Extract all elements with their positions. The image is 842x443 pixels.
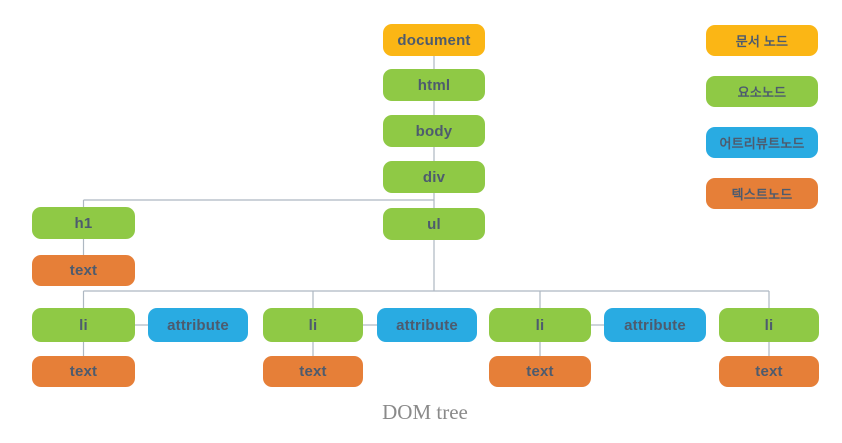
node-text-1: text [32, 356, 135, 387]
node-li-2: li [263, 308, 363, 342]
node-h1-text: text [32, 255, 135, 286]
node-text-3: text [489, 356, 591, 387]
node-attribute-2: attribute [377, 308, 477, 342]
node-attribute-1: attribute [148, 308, 248, 342]
legend-element-node: 요소노드 [706, 76, 818, 107]
legend-document-node: 문서 노드 [706, 25, 818, 56]
node-document: document [383, 24, 485, 56]
node-body: body [383, 115, 485, 147]
node-attribute-3: attribute [604, 308, 706, 342]
node-h1: h1 [32, 207, 135, 239]
node-ul: ul [383, 208, 485, 240]
node-html: html [383, 69, 485, 101]
legend-text-node: 텍스트노드 [706, 178, 818, 209]
node-li-4: li [719, 308, 819, 342]
node-li-1: li [32, 308, 135, 342]
legend-attribute-node: 어트리뷰트노드 [706, 127, 818, 158]
node-li-3: li [489, 308, 591, 342]
node-div: div [383, 161, 485, 193]
node-text-4: text [719, 356, 819, 387]
node-text-2: text [263, 356, 363, 387]
diagram-caption: DOM tree [382, 400, 468, 424]
